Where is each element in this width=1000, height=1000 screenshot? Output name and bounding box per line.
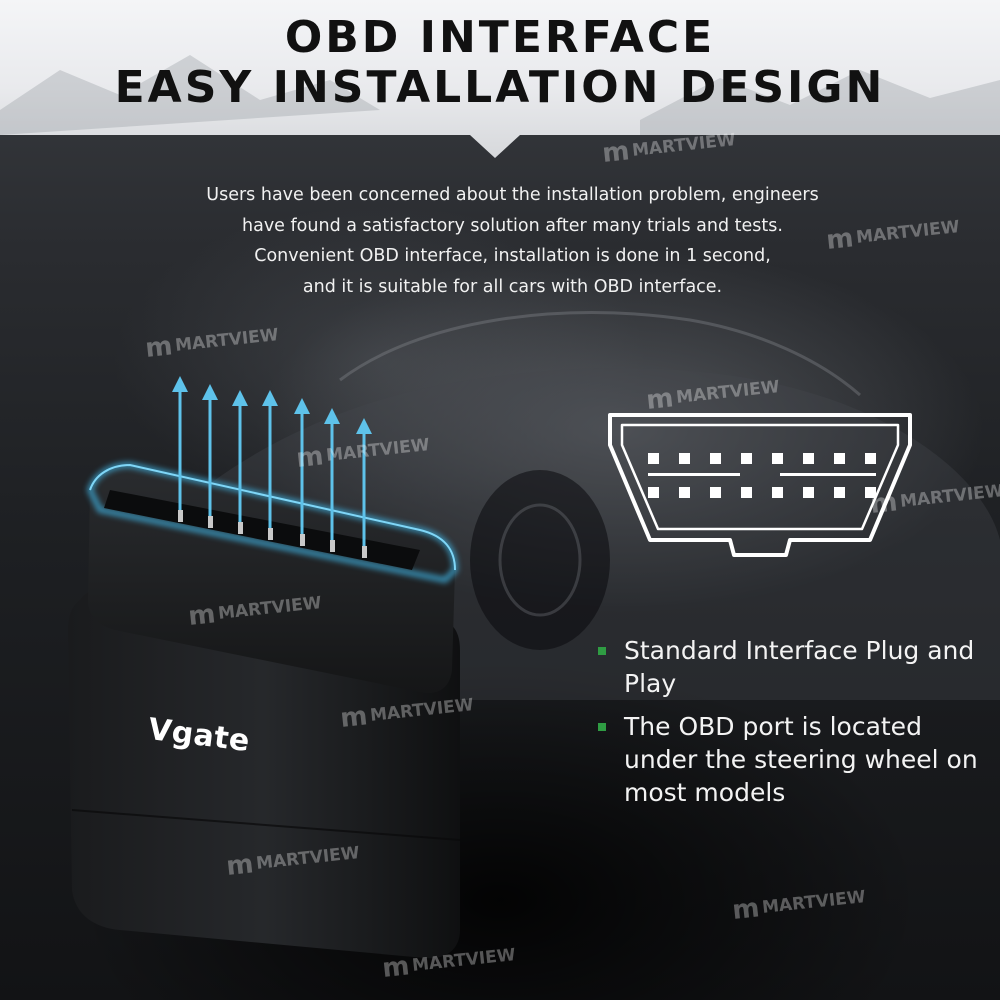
up-arrow-icon [172, 376, 372, 546]
martview-logo-icon: m [644, 383, 675, 416]
description-line: have found a satisfactory solution after… [242, 215, 783, 236]
header-band [0, 0, 1000, 158]
feature-item: The OBD port is located under the steeri… [596, 710, 986, 809]
martview-logo-icon: m [824, 223, 855, 256]
martview-logo-icon: m [294, 441, 325, 474]
feature-list: Standard Interface Plug and Play The OBD… [596, 634, 986, 819]
martview-logo-icon: m [380, 951, 411, 984]
page-title-line-1: OBD INTERFACE [284, 12, 716, 63]
description-line: Users have been concerned about the inst… [206, 185, 819, 205]
feature-text: Standard Interface Plug and Play [624, 636, 975, 698]
obd-adapter-device [68, 376, 461, 959]
description-paragraph: Users have been concerned about the inst… [150, 180, 875, 302]
martview-logo-icon: m [338, 701, 369, 734]
martview-logo-icon: m [600, 136, 631, 169]
martview-logo-icon: m [730, 893, 761, 926]
martview-logo-icon: m [224, 849, 255, 882]
martview-logo-icon: m [868, 487, 899, 520]
feature-text: The OBD port is located under the steeri… [624, 712, 978, 807]
page-title-line-2: EASY INSTALLATION DESIGN [114, 62, 886, 113]
description-line: Convenient OBD interface, installation i… [254, 246, 771, 266]
martview-logo-icon: m [143, 331, 174, 364]
description-line: and it is suitable for all cars with OBD… [302, 276, 723, 297]
mountain-backdrop [0, 55, 1000, 135]
bullet-icon [598, 647, 606, 655]
feature-item: Standard Interface Plug and Play [596, 634, 986, 700]
martview-logo-icon: m [186, 599, 217, 632]
obd-connector-diagram-icon [608, 413, 912, 557]
bullet-icon [598, 723, 606, 731]
